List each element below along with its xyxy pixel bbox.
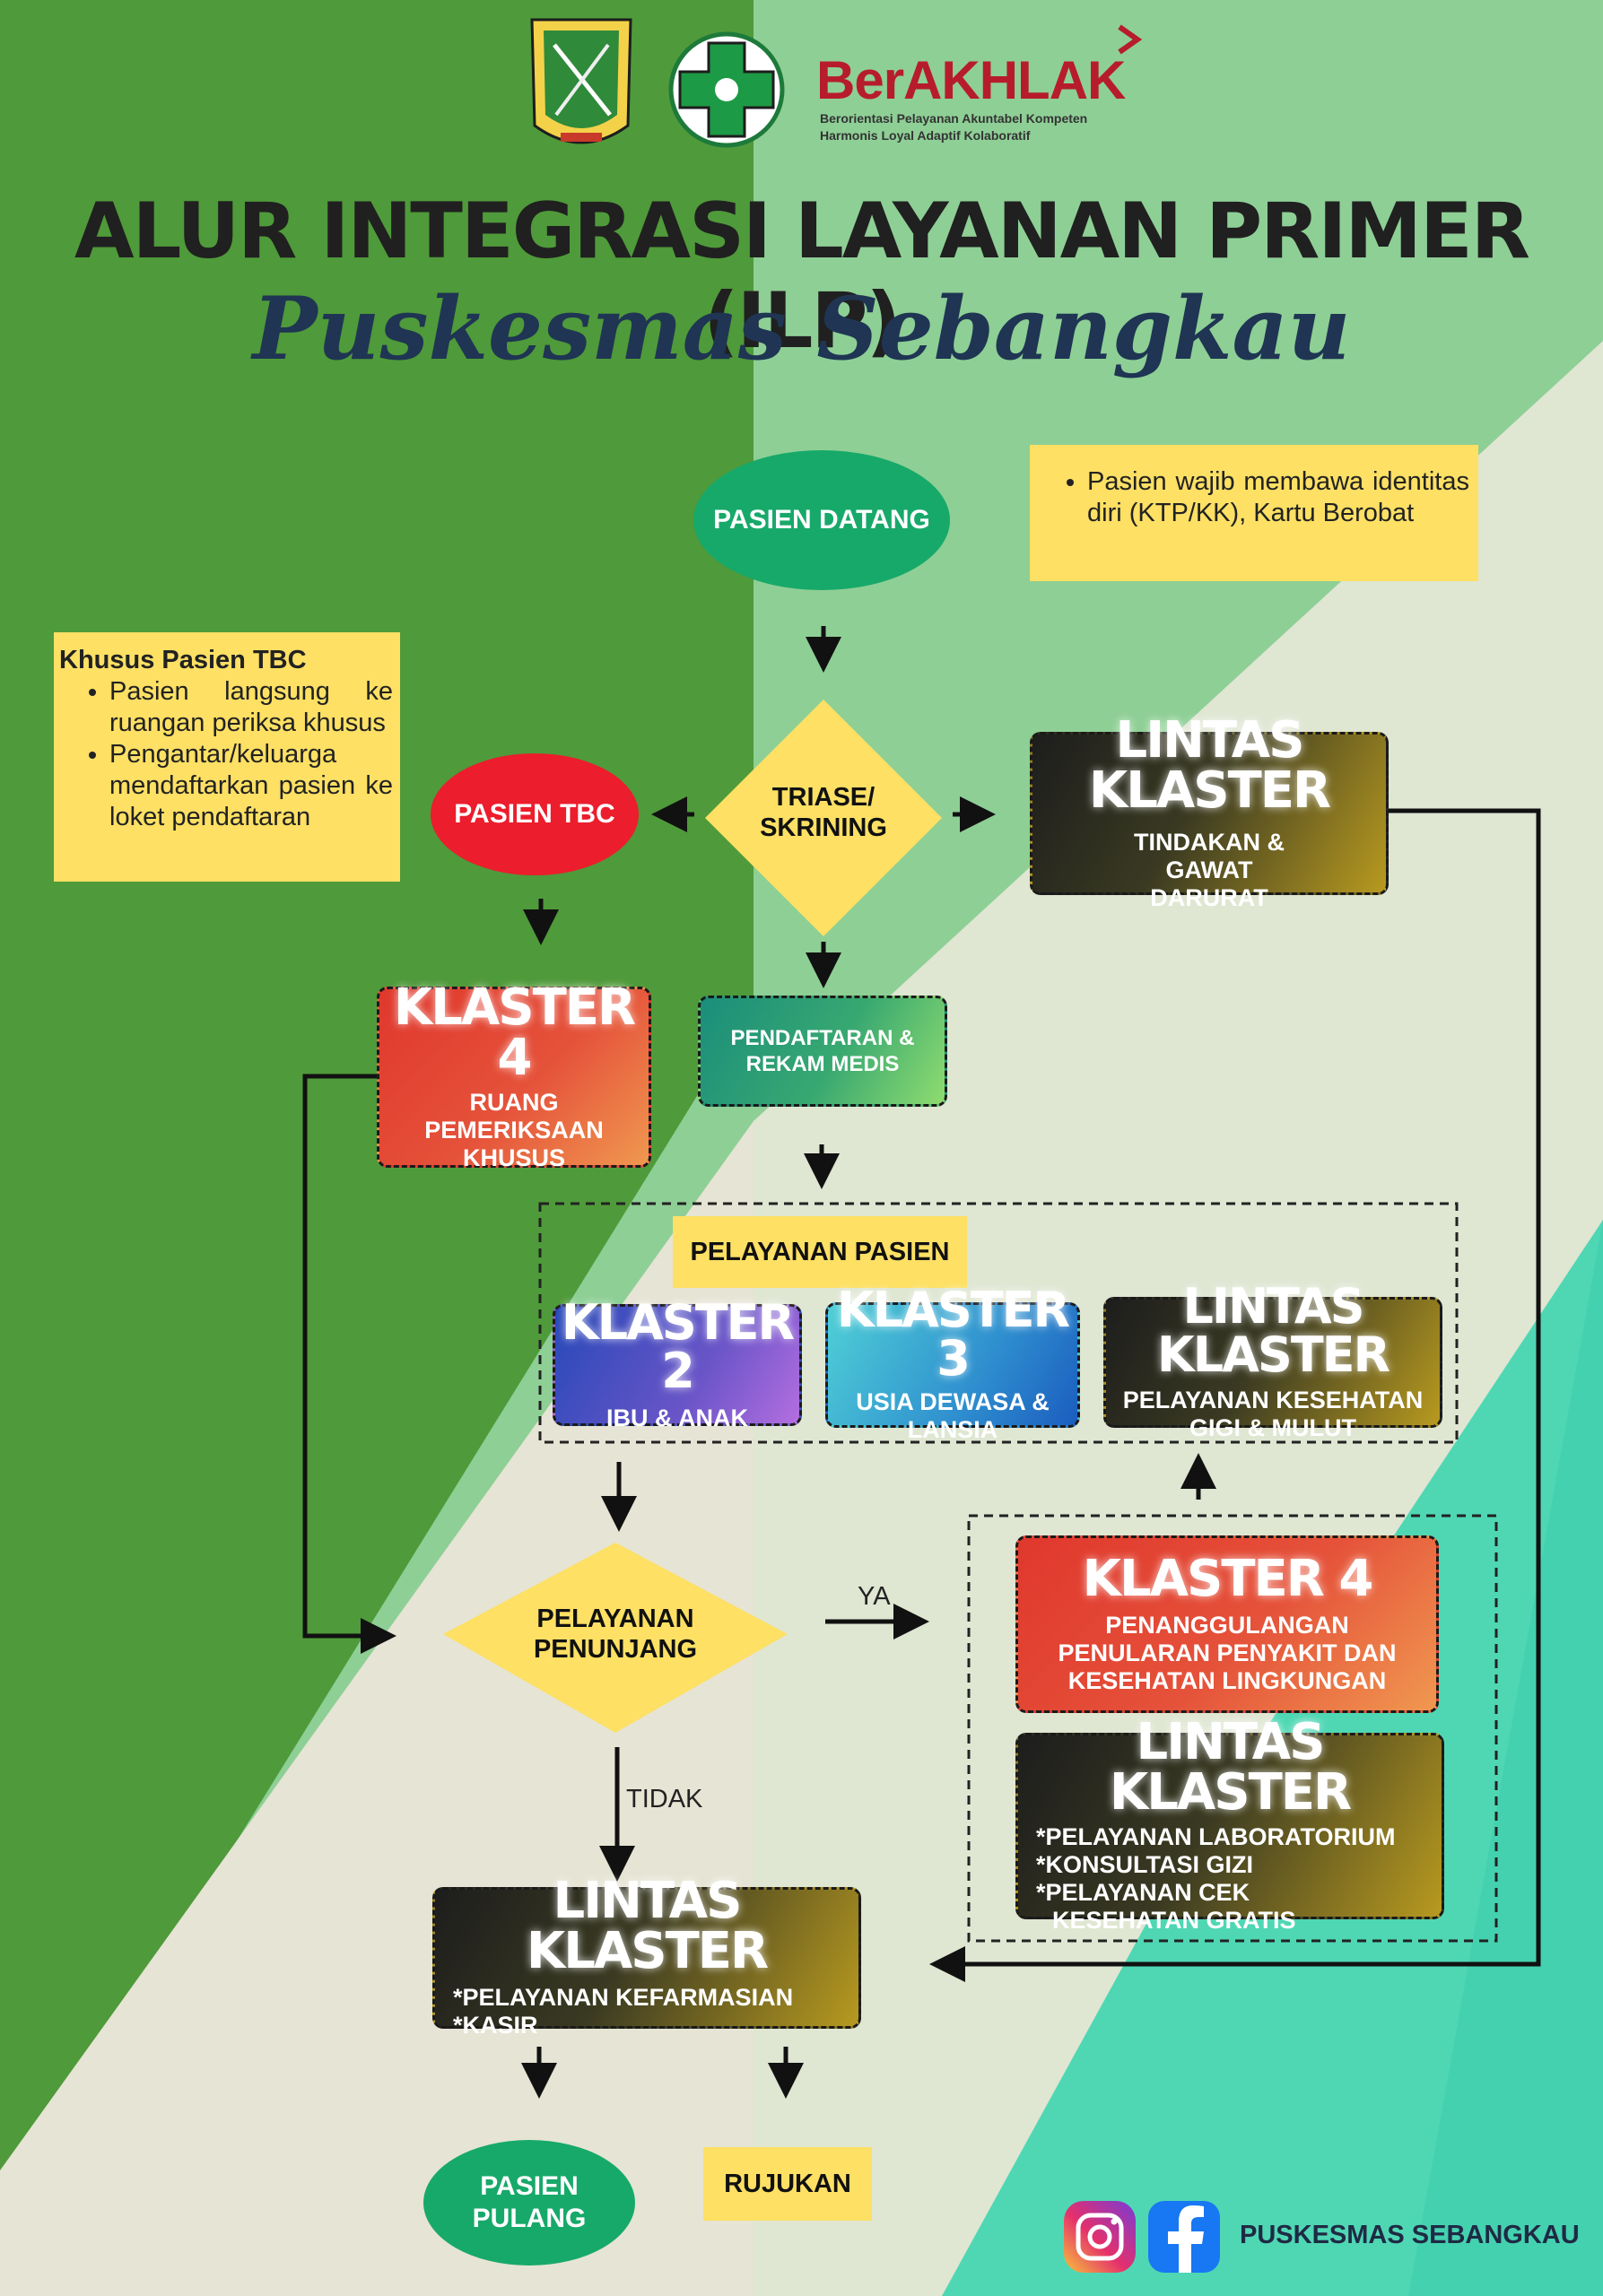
social-account-name: PUSKESMAS SEBANGKAU bbox=[1240, 2221, 1580, 2249]
penunjang-diamond bbox=[443, 1543, 788, 1733]
lintas-ugd-node: LINTAS KLASTER TINDAKAN & GAWAT DARURAT bbox=[1030, 715, 1389, 911]
klaster4-khusus-title: KLASTER 4 bbox=[393, 978, 636, 1087]
regency-emblem-icon bbox=[530, 18, 632, 144]
page-subtitle: Puskesmas Sebangkau bbox=[252, 278, 1351, 379]
klaster2-node: KLASTER 2 IBU & ANAK bbox=[553, 1298, 802, 1431]
lintas-gigi-title: LINTAS KLASTER bbox=[1156, 1278, 1390, 1383]
klaster4-p2-title: KLASTER 4 bbox=[1082, 1549, 1374, 1608]
klaster2-sub: IBU & ANAK bbox=[606, 1404, 748, 1431]
lintas-lab-line: *PELAYANAN CEK bbox=[1036, 1879, 1250, 1906]
tbc-note: Khusus Pasien TBC Pasien langsung ke rua… bbox=[54, 632, 400, 882]
lintas-ugd-title: LINTAS KLASTER bbox=[1088, 710, 1331, 820]
lintas-farmasi-title: LINTAS KLASTER bbox=[526, 1872, 769, 1980]
klaster4-p2-sub: PENANGGULANGAN PENULARAN PENYAKIT DAN KE… bbox=[1058, 1611, 1397, 1694]
identitas-note: Pasien wajib membawa identitas diri (KTP… bbox=[1030, 445, 1478, 581]
lintas-farmasi-node: LINTAS KLASTER *PELAYANAN KEFARMASIAN *K… bbox=[432, 1876, 861, 2039]
pasien-pulang-node: PASIEN PULANG bbox=[423, 2140, 635, 2266]
pasien-datang-node: PASIEN DATANG bbox=[693, 450, 950, 590]
lintas-lab-line: *PELAYANAN LABORATORIUM bbox=[1036, 1823, 1396, 1850]
brand-tagline-1: Berorientasi Pelayanan Akuntabel Kompete… bbox=[820, 111, 1088, 126]
facebook-icon bbox=[1148, 2201, 1220, 2273]
header-logos bbox=[530, 18, 1143, 148]
klaster3-sub: USIA DEWASA & LANSIA bbox=[856, 1388, 1050, 1443]
penunjang-label: PELAYANAN PENUNJANG bbox=[533, 1605, 698, 1664]
klaster4-khusus-node: KLASTER 4 RUANG PEMERIKSAAN KHUSUS bbox=[377, 982, 651, 1171]
lintas-lab-title: LINTAS KLASTER bbox=[1109, 1713, 1352, 1822]
brand-tagline-2: Harmonis Loyal Adaptif Kolaboratif bbox=[820, 128, 1031, 143]
identitas-note-text: Pasien wajib membawa identitas diri (KTP… bbox=[1087, 466, 1469, 529]
pasien-tbc-node: PASIEN TBC bbox=[431, 753, 639, 875]
pendaftaran-node: PENDAFTARAN & REKAM MEDIS bbox=[698, 996, 947, 1107]
triase-label: TRIASE/ SKRINING bbox=[760, 783, 887, 842]
triase-diamond bbox=[705, 700, 942, 936]
instagram-icon bbox=[1064, 2201, 1136, 2273]
puskesmas-logo-icon bbox=[668, 31, 785, 148]
lintas-gigi-node: LINTAS KLASTER PELAYANAN KESEHATAN GIGI … bbox=[1103, 1283, 1442, 1441]
ya-label: YA bbox=[858, 1582, 891, 1611]
tbc-note-heading: Khusus Pasien TBC bbox=[59, 646, 307, 674]
klaster3-node: KLASTER 3 USIA DEWASA & LANSIA bbox=[825, 1286, 1080, 1443]
klaster3-title: KLASTER 3 bbox=[836, 1282, 1070, 1387]
klaster4-p2-node: KLASTER 4 PENANGGULANGAN PENULARAN PENYA… bbox=[1015, 1535, 1439, 1713]
klaster4-khusus-sub: RUANG PEMERIKSAAN KHUSUS bbox=[424, 1088, 604, 1171]
tbc-note-item: Pengantar/keluarga mendaftarkan pasien k… bbox=[109, 739, 393, 833]
lintas-lab-line: KESEHATAN GRATIS bbox=[1052, 1907, 1296, 1934]
lintas-lab-line: *KONSULTASI GIZI bbox=[1036, 1851, 1253, 1878]
pelayanan-penunjang-ya-group bbox=[967, 1514, 1498, 1943]
pelayanan-pasien-group bbox=[538, 1202, 1459, 1444]
tbc-note-item: Pasien langsung ke ruangan periksa khusu… bbox=[109, 676, 393, 739]
klaster2-title: KLASTER 2 bbox=[561, 1293, 795, 1399]
pendaftaran-label: PENDAFTARAN & REKAM MEDIS bbox=[730, 1026, 915, 1076]
lintas-gigi-sub: PELAYANAN KESEHATAN GIGI & MULUT bbox=[1122, 1387, 1424, 1441]
tidak-label: TIDAK bbox=[626, 1785, 703, 1813]
rujukan-node: RUJUKAN bbox=[703, 2147, 872, 2221]
lintas-farmasi-line: *KASIR bbox=[453, 2012, 538, 2039]
pelayanan-pasien-label: PELAYANAN PASIEN bbox=[673, 1216, 967, 1288]
page-title: ALUR INTEGRASI LAYANAN PRIMER (ILP) bbox=[74, 187, 1530, 366]
lintas-farmasi-line: *PELAYANAN KEFARMASIAN bbox=[453, 1984, 794, 2011]
brand-wordmark: BerAKHLAK bbox=[816, 50, 1126, 110]
lintas-ugd-sub: TINDAKAN & GAWAT DARURAT bbox=[1134, 828, 1285, 911]
lintas-lab-node: LINTAS KLASTER *PELAYANAN LABORATORIUM *… bbox=[1015, 1718, 1444, 1934]
